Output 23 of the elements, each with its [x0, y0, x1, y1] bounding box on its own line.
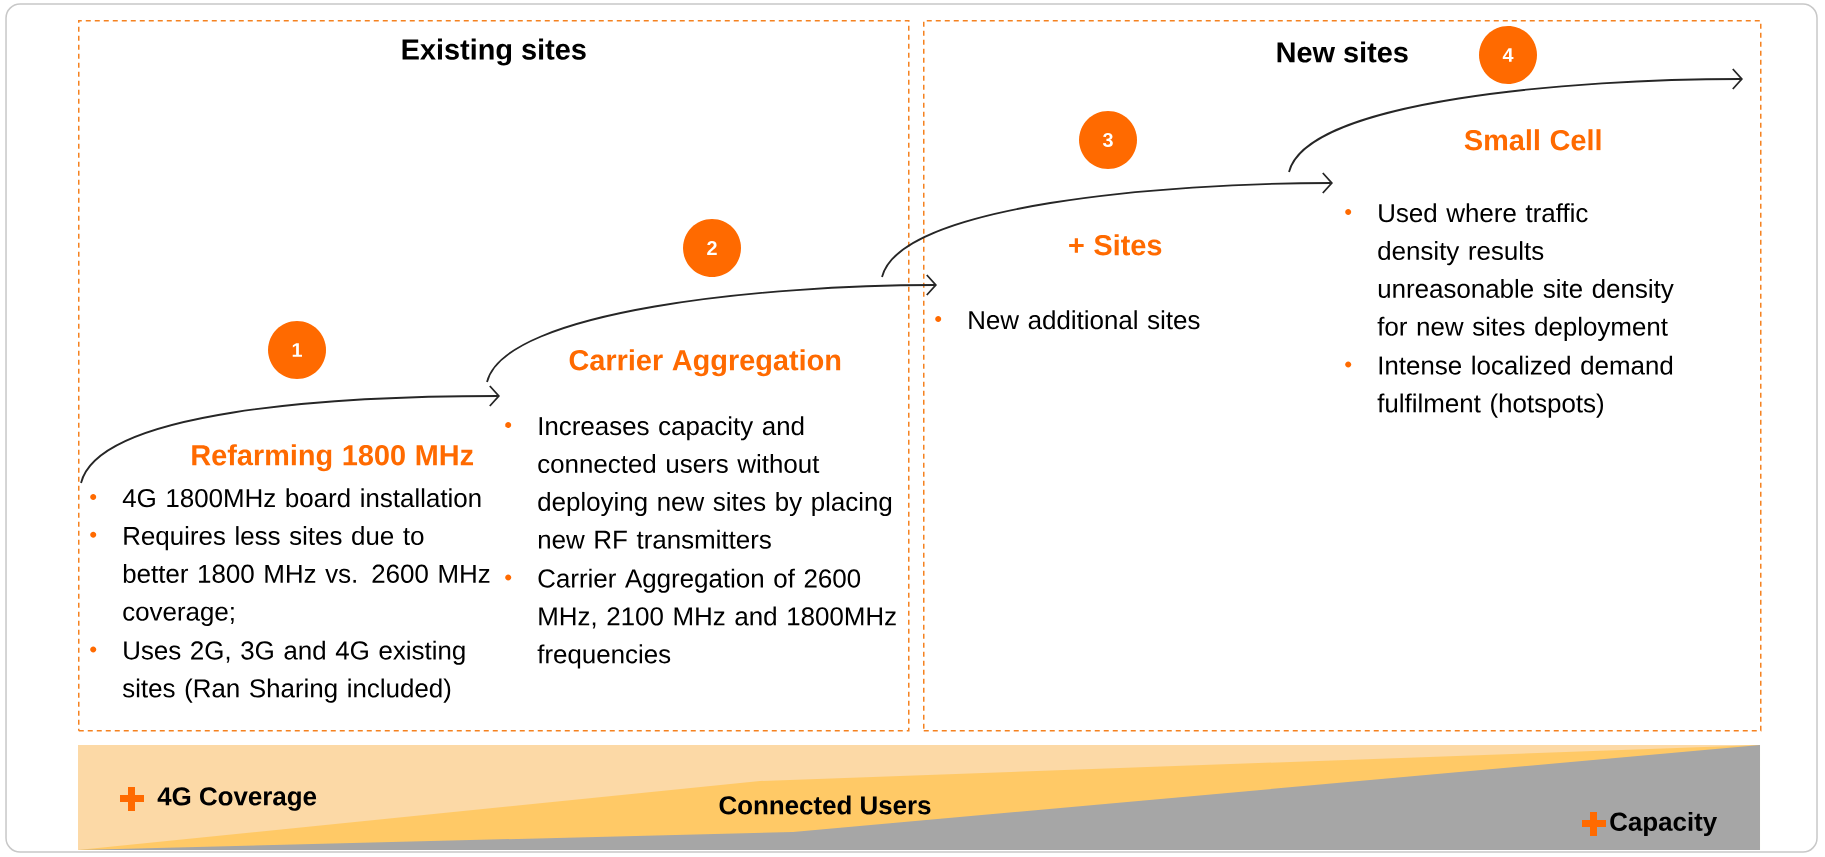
bullet-item: Increases capacity and connected users without deploying new sites by placing new RF transmitters — [505, 416, 892, 549]
bullet-item: 4G 1800MHz board installation — [90, 488, 481, 508]
bullet-item: New additional sites — [935, 310, 1200, 330]
curved-arrow — [1288, 68, 1743, 173]
bullet-item: Used where traffic density results unreasonable site density for new sites deployment — [1345, 203, 1674, 341]
step-badge: 1 — [268, 321, 326, 379]
bullet-item: Uses 2G, 3G and 4G existing sites (Ran Sharing included) — [90, 640, 465, 703]
step-heading: Carrier Aggregation — [569, 349, 841, 377]
curved-arrow — [486, 274, 937, 383]
step-badge: 2 — [683, 219, 741, 277]
band-label: 4G Coverage — [157, 787, 317, 811]
bullet-item: Carrier Aggregation of 2600 MHz, 2100 MHz and 1800MHz frequencies — [505, 568, 896, 669]
curved-arrow — [881, 172, 1333, 278]
step-heading: Refarming 1800 MHz — [192, 444, 473, 472]
bullet-item: Requires less sites due to better 1800 MHz vs. 2600 MHz coverage; — [90, 526, 490, 626]
band-label: Capacity — [1610, 811, 1718, 837]
step-heading: + Sites — [1069, 234, 1162, 256]
bullet-item: Intense localized demand fulfilment (hotspots) — [1345, 355, 1673, 418]
step-badge: 3 — [1079, 111, 1137, 169]
band-label: Connected Users — [719, 795, 931, 815]
step-badge: 4 — [1479, 26, 1537, 84]
step-heading: Small Cell — [1464, 129, 1601, 151]
curved-arrow — [80, 385, 500, 484]
